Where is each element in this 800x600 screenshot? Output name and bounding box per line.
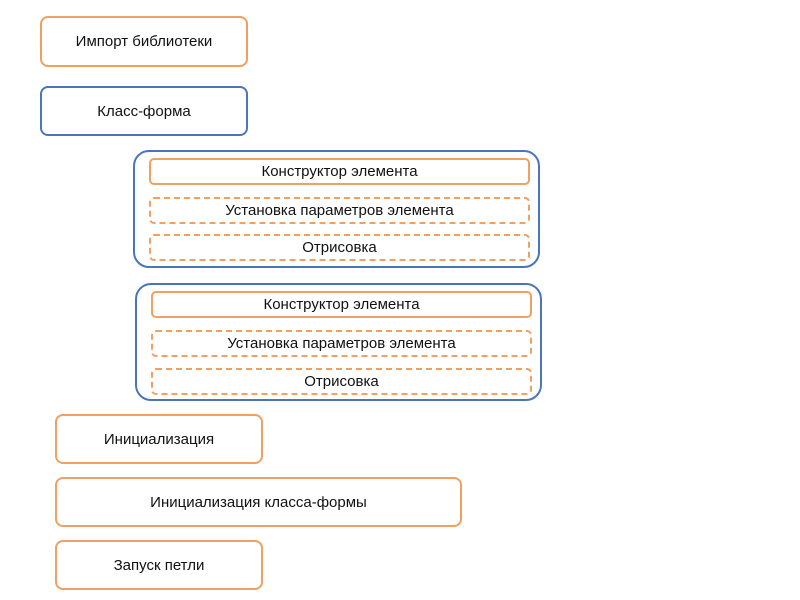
draw-step: Отрисовка	[151, 368, 532, 395]
step-label: Конструктор элемента	[261, 163, 418, 180]
draw-step: Отрисовка	[149, 234, 530, 261]
init-form-class-block: Инициализация класса-формы	[55, 477, 462, 527]
element-group-2: Конструктор элемента Установка параметро…	[135, 283, 542, 401]
element-group-1: Конструктор элемента Установка параметро…	[133, 150, 540, 268]
params-step: Установка параметров элемента	[151, 330, 532, 357]
block-label: Импорт библиотеки	[75, 33, 213, 50]
step-label: Установка параметров элемента	[225, 202, 454, 219]
block-label: Запуск петли	[113, 556, 205, 574]
step-label: Отрисовка	[302, 239, 377, 256]
import-library-block: Импорт библиотеки	[40, 16, 248, 67]
constructor-step: Конструктор элемента	[149, 158, 530, 185]
run-loop-block: Запуск петли	[55, 540, 263, 590]
step-label: Конструктор элемента	[263, 296, 420, 313]
form-class-block: Класс-форма	[40, 86, 248, 136]
block-label: Инициализация	[103, 430, 215, 448]
init-block: Инициализация	[55, 414, 263, 464]
constructor-step: Конструктор элемента	[151, 291, 532, 318]
block-label: Класс-форма	[97, 102, 191, 120]
step-label: Отрисовка	[304, 373, 379, 390]
params-step: Установка параметров элемента	[149, 197, 530, 224]
block-label: Инициализация класса-формы	[150, 493, 367, 511]
step-label: Установка параметров элемента	[227, 335, 456, 352]
